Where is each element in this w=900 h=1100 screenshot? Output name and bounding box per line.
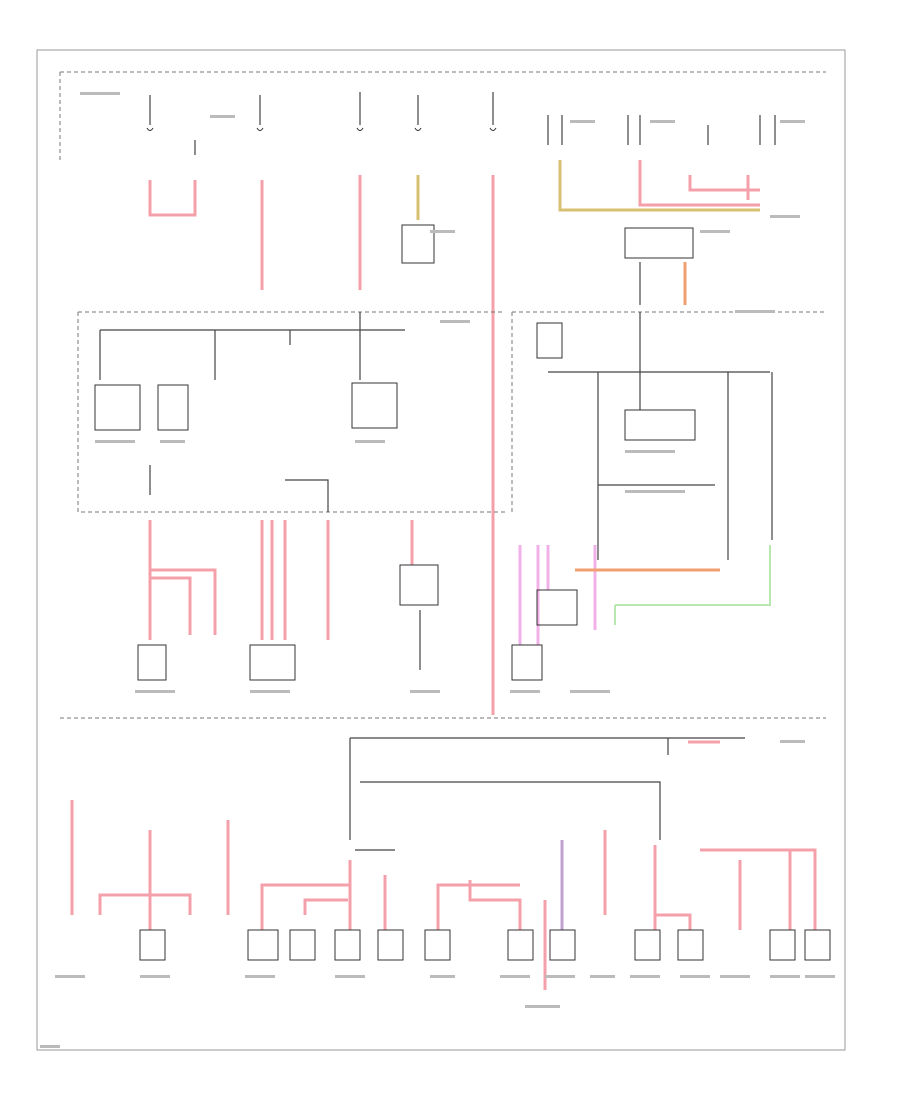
bottom-distribution [70, 737, 831, 990]
left-relay-center [77, 311, 505, 513]
label-placeholders [40, 92, 835, 1048]
middle-wiring [137, 520, 771, 681]
right-relay-center [511, 311, 826, 560]
top-fuse-row [146, 92, 776, 715]
diagram-frame [36, 49, 846, 1051]
top-fuse-box-outline [59, 71, 826, 160]
